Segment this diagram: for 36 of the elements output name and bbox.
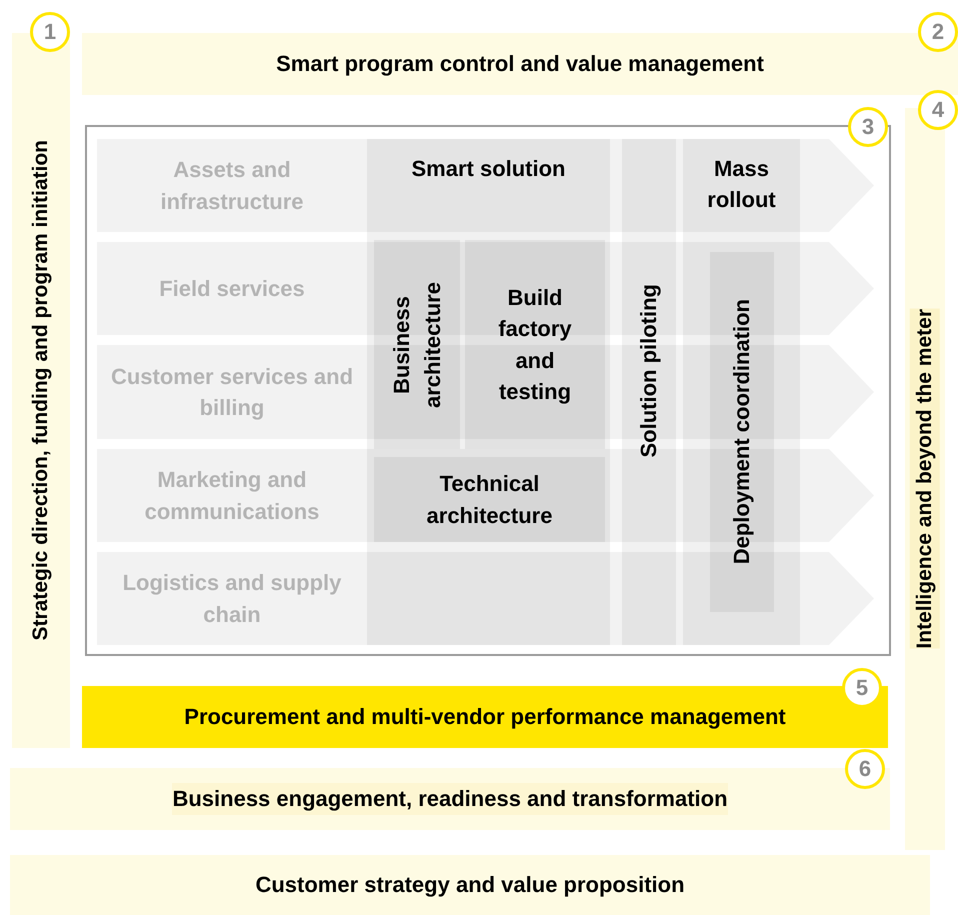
process-box	[374, 240, 460, 449]
band	[10, 855, 930, 915]
node-text: Business architecture	[388, 280, 446, 410]
node-text: Logistics and supply chain	[122, 569, 342, 628]
node-text: Smart solution	[411, 155, 566, 183]
node-text: Assets and infrastructure	[159, 156, 305, 216]
node-text: Business engagement, readiness and transformation	[172, 783, 728, 815]
node-text: Deployment coordination	[728, 299, 756, 565]
callout-number: 3	[848, 107, 888, 147]
process-box	[710, 252, 774, 612]
node-text: Technical architecture	[426, 470, 554, 530]
node-text: Mass rollout	[706, 155, 777, 214]
column-box	[622, 139, 676, 645]
column-box	[367, 139, 610, 645]
chevron-row	[97, 449, 367, 542]
chevron-row	[97, 345, 367, 439]
callout-number: 2	[918, 12, 958, 52]
node-text: Solution piloting	[635, 284, 662, 458]
node-text: Strategic direction, funding and program initiation	[28, 140, 54, 641]
chevron-row	[97, 139, 367, 232]
node-text: Customer strategy and value proposition	[255, 871, 685, 900]
process-box	[465, 240, 605, 449]
node-text: Smart program control and value management	[276, 50, 764, 78]
column-box	[683, 139, 800, 645]
process-box	[374, 457, 605, 542]
node-text: Field services	[158, 274, 306, 303]
callout-number: 6	[845, 749, 885, 789]
callout-number: 5	[842, 668, 882, 708]
node-text: Intelligence and beyond the meter	[910, 309, 940, 649]
node-text: Customer services and billing	[110, 362, 354, 422]
node-text: Build factory and testing	[497, 284, 573, 406]
chevron-row	[97, 242, 367, 335]
chevron-row	[97, 552, 367, 645]
node-text: Procurement and multi-vendor performance management	[184, 703, 786, 732]
node-text: Marketing and communications	[144, 466, 320, 526]
callout-number: 1	[30, 12, 70, 52]
